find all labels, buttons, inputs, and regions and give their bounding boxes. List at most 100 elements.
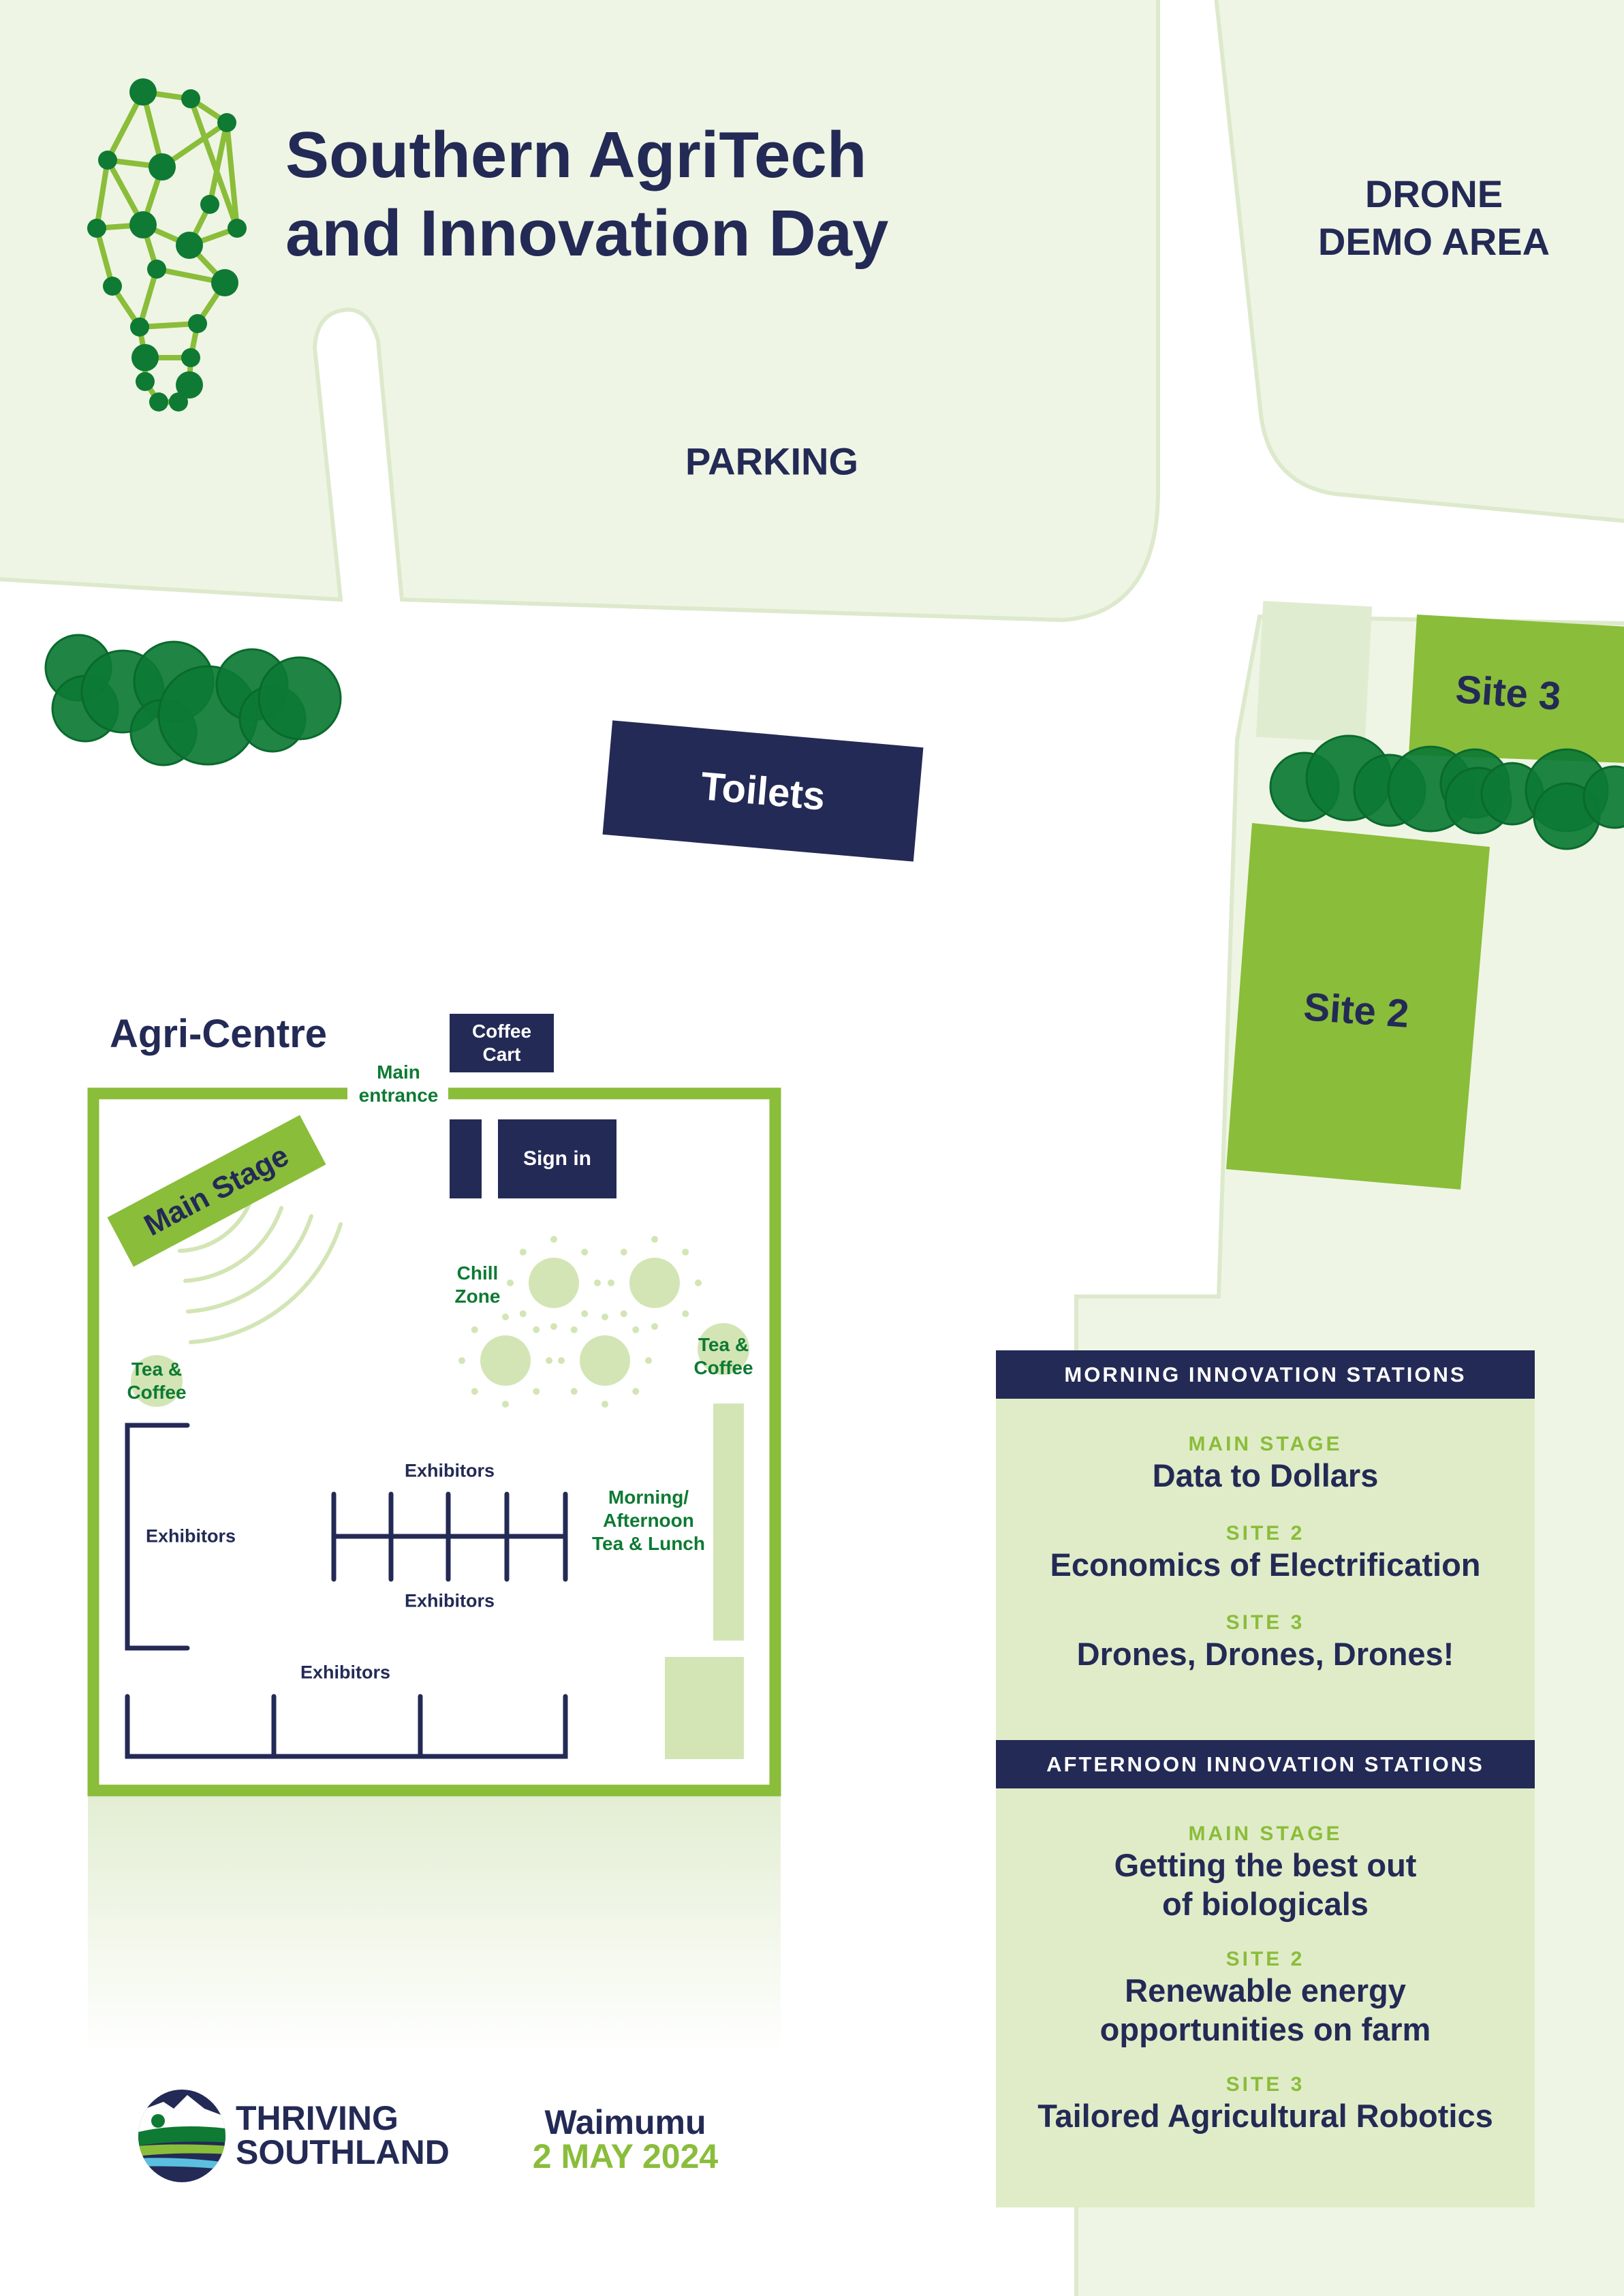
chill-chair	[645, 1357, 652, 1364]
station-title: Tailored Agricultural Robotics	[1037, 2098, 1493, 2134]
chill-chair	[651, 1323, 658, 1330]
sign-in-label: Sign in	[523, 1147, 591, 1170]
chill-chair	[632, 1388, 640, 1395]
logo-node	[176, 232, 203, 259]
sign-in-desk: Sign in	[498, 1119, 616, 1198]
event-location: Waimumu	[544, 2103, 706, 2141]
logo-node	[130, 317, 149, 337]
agritech-logo-icon	[87, 78, 247, 412]
chill-chair	[695, 1279, 702, 1286]
coffee-cart-line1: Coffee	[471, 1021, 532, 1042]
logo-node	[149, 392, 168, 412]
logo-node	[103, 277, 122, 296]
station-title: Data to Dollars	[1152, 1457, 1379, 1493]
exhibitors-left-label: Exhibitors	[145, 1525, 236, 1547]
stage-sound-arcs	[178, 1195, 343, 1344]
chill-zone-label: Chill Zone	[455, 1262, 501, 1308]
chill-chair	[507, 1279, 514, 1286]
catering-line1: Morning/	[608, 1487, 689, 1508]
chill-table	[629, 1258, 680, 1308]
station-location: SITE 3	[1225, 2073, 1305, 2096]
drone-demo-area	[1214, 0, 1624, 523]
catering-counter	[713, 1403, 744, 1641]
logo-node	[149, 153, 176, 181]
thriving-southland-wordmark: THRIVING SOUTHLAND	[236, 2101, 450, 2169]
afternoon-header-label: AFTERNOON INNOVATION STATIONS	[1046, 1752, 1484, 1776]
chill-table	[480, 1335, 531, 1386]
logo-node	[129, 211, 157, 238]
chill-chair	[550, 1236, 557, 1243]
station-location: SITE 3	[1225, 1611, 1305, 1634]
chill-chair	[570, 1326, 578, 1333]
station-location: MAIN STAGE	[1188, 1822, 1343, 1845]
chill-chair	[458, 1357, 465, 1364]
chill-chair	[632, 1326, 640, 1333]
station-location: SITE 2	[1225, 1522, 1305, 1545]
chill-chair	[602, 1314, 608, 1320]
chill-chair	[533, 1326, 540, 1333]
logo-node	[169, 392, 188, 412]
logo-node	[211, 269, 238, 296]
chill-chair	[581, 1248, 589, 1256]
chill-chair	[651, 1236, 658, 1243]
logo-node	[136, 372, 155, 391]
drone-demo-area-label: DRONE DEMO AREA	[1318, 170, 1550, 266]
chill-chair	[519, 1248, 527, 1256]
chill-chair	[502, 1401, 509, 1408]
logo-node	[129, 78, 157, 106]
tea-coffee-spot-left	[131, 1355, 183, 1407]
main-entrance-label: Main entrance	[359, 1061, 439, 1107]
morning-header-label: MORNING INNOVATION STATIONS	[1064, 1362, 1467, 1386]
chill-chair	[502, 1314, 509, 1320]
drone-label-line2: DEMO AREA	[1317, 220, 1550, 263]
afternoon-stations-header: AFTERNOON INNOVATION STATIONS	[996, 1740, 1535, 1788]
chill-chair	[471, 1388, 478, 1395]
catering-line3: Tea & Lunch	[592, 1533, 705, 1554]
event-title: Southern AgriTech and Innovation Day	[285, 116, 888, 273]
chill-chair	[546, 1357, 552, 1364]
thriving-southland-logo-icon	[138, 2090, 225, 2182]
logo-node	[200, 195, 219, 214]
chill-chair	[682, 1310, 689, 1318]
site2-field	[1226, 823, 1490, 1190]
logo-node	[131, 344, 159, 371]
main-entrance-line1: Main	[377, 1061, 420, 1083]
site3-label: Site 3	[1454, 667, 1563, 719]
chill-chair	[682, 1248, 689, 1256]
coffee-cart-line2: Cart	[482, 1044, 521, 1065]
logo-node	[217, 113, 236, 132]
logo-node	[228, 219, 247, 238]
chill-table	[580, 1335, 630, 1386]
event-date: 2 MAY 2024	[532, 2137, 719, 2175]
exhibitor-stands	[125, 1423, 568, 1759]
chill-chair	[519, 1310, 527, 1318]
station-location: MAIN STAGE	[1188, 1433, 1343, 1455]
chill-chair	[533, 1388, 540, 1395]
logo-node	[176, 371, 203, 399]
station-title: Getting the best out of biologicals	[1114, 1847, 1417, 1922]
main-entrance-gap	[347, 1083, 448, 1104]
chill-chair	[620, 1310, 627, 1318]
drone-label-line1: DRONE	[1364, 172, 1503, 215]
building-shadow	[88, 1796, 781, 2055]
tree-row-right	[1269, 734, 1624, 850]
parking-area	[0, 0, 1160, 623]
exhibitors-middle-label: Exhibitors	[404, 1590, 495, 1611]
org-line2: SOUTHLAND	[236, 2133, 450, 2171]
morning-stations-header: MORNING INNOVATION STATIONS	[996, 1350, 1535, 1399]
tea-coffee-right-line2: Coffee	[693, 1357, 753, 1378]
chill-chair	[471, 1326, 478, 1333]
chill-chair	[620, 1248, 627, 1256]
station-title: Drones, Drones, Drones!	[1076, 1636, 1454, 1672]
event-title-line1: Southern AgriTech	[285, 119, 867, 191]
logo-node	[98, 151, 117, 170]
tea-coffee-left-line2: Coffee	[127, 1382, 187, 1403]
station-title: Economics of Electrification	[1050, 1547, 1481, 1583]
